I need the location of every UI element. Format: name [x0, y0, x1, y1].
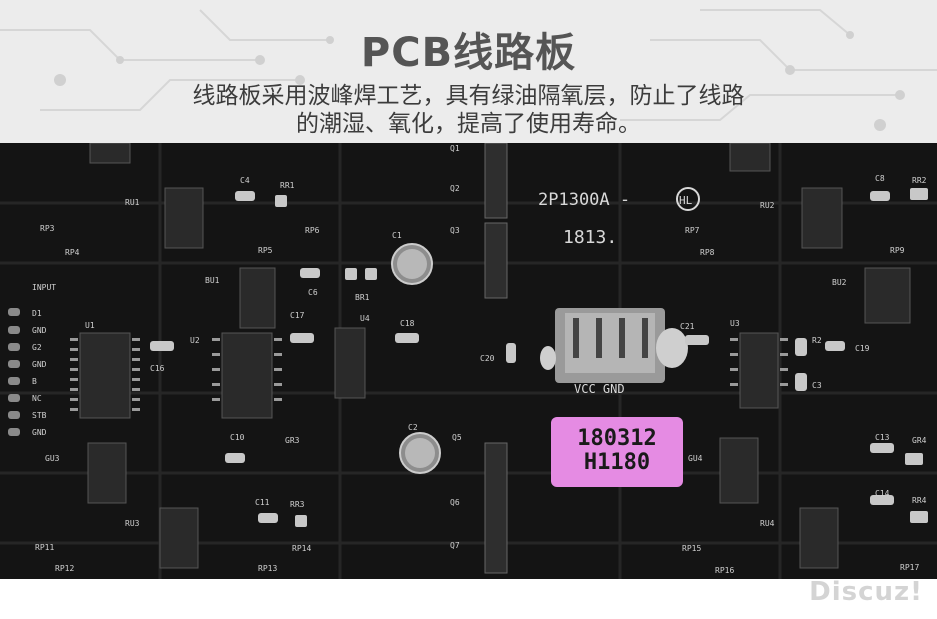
pcb-ref-label: RP9 — [890, 246, 905, 255]
pcb-ref-label: GR4 — [912, 436, 927, 445]
pcb-ref-label: C1 — [392, 231, 402, 240]
pcb-ref-label: C4 — [240, 176, 250, 185]
pcb-board-graphic: INPUT D1 GND G2 GND B NC STB GND RU1 RR1… — [0, 143, 937, 579]
header-banner: PCB线路板 线路板采用波峰焊工艺，具有绿油隔氧层，防止了线路 的潮湿、氧化，提… — [0, 0, 937, 145]
pcb-pin-label: STB — [32, 411, 47, 420]
pcb-ref-label: BU2 — [832, 278, 847, 287]
pcb-ref-label: C16 — [150, 364, 165, 373]
pcb-pin-label: GND — [32, 428, 47, 437]
description-line-1: 线路板采用波峰焊工艺，具有绿油隔氧层，防止了线路 — [192, 83, 745, 109]
pcb-ref-label: RP16 — [715, 566, 734, 575]
pcb-ref-label: RP17 — [900, 563, 919, 572]
pcb-ref-label: RP15 — [682, 544, 701, 553]
pcb-pin-label: GND — [32, 360, 47, 369]
pcb-ref-label: Q3 — [450, 226, 460, 235]
pcb-ref-label: U2 — [190, 336, 200, 345]
pcb-pin-label: G2 — [32, 343, 42, 352]
pcb-ref-label: RR3 — [290, 500, 305, 509]
pcb-ref-label: GU4 — [688, 454, 703, 463]
pcb-ref-label: RP5 — [258, 246, 273, 255]
batch-sticker: 180312 H1180 — [551, 417, 683, 487]
pcb-ref-label: BU1 — [205, 276, 220, 285]
pcb-ref-label: C20 — [480, 354, 495, 363]
description: 线路板采用波峰焊工艺，具有绿油隔氧层，防止了线路 的潮湿、氧化，提高了使用寿命。 — [0, 82, 937, 138]
pcb-ref-label: BR1 — [355, 293, 370, 302]
pcb-pin-label: D1 — [32, 309, 42, 318]
pcb-pin-label: NC — [32, 394, 42, 403]
pcb-ref-label: RR2 — [912, 176, 927, 185]
pcb-ref-label: RU2 — [760, 201, 775, 210]
pcb-board-photo: INPUT D1 GND G2 GND B NC STB GND RU1 RR1… — [0, 143, 937, 579]
pcb-ref-label: RU4 — [760, 519, 775, 528]
pcb-ref-label: C11 — [255, 498, 270, 507]
pcb-ref-label: C13 — [875, 433, 890, 442]
pcb-date-marking: 1813. — [563, 227, 617, 248]
pcb-ref-label: RP12 — [55, 564, 74, 573]
pcb-ref-label: RR4 — [912, 496, 927, 505]
pcb-ref-label: U1 — [85, 321, 95, 330]
circuit-pattern-decoration — [0, 9, 937, 131]
pcb-ref-label: GR3 — [285, 436, 300, 445]
sticker-line-1: 180312 — [577, 426, 657, 451]
pcb-ref-label: C3 — [812, 381, 822, 390]
pcb-ref-label: Q2 — [450, 184, 460, 193]
pcb-ref-label: RP3 — [40, 224, 55, 233]
pcb-ref-label: GU3 — [45, 454, 60, 463]
pcb-ref-label: U4 — [360, 314, 370, 323]
pcb-ref-label: RU1 — [125, 198, 140, 207]
pcb-ref-label: RP13 — [258, 564, 277, 573]
pcb-ref-label: C14 — [875, 489, 890, 498]
pcb-ref-label: RP7 — [685, 226, 700, 235]
pcb-ref-label: Q6 — [450, 498, 460, 507]
pcb-ref-label: RU3 — [125, 519, 140, 528]
pcb-ref-label: C8 — [875, 174, 885, 183]
description-line-2: 的潮湿、氧化，提高了使用寿命。 — [296, 111, 641, 137]
pcb-ref-label: C18 — [400, 319, 415, 328]
pcb-ref-label: Q5 — [452, 433, 462, 442]
page-title: PCB线路板 — [360, 30, 577, 76]
pcb-ref-label: C21 — [680, 322, 695, 331]
pcb-label-input: INPUT — [32, 283, 56, 292]
pcb-ref-label: C19 — [855, 344, 870, 353]
pcb-model-marking: 2P1300A - — [538, 190, 630, 210]
pcb-ref-label: C6 — [308, 288, 318, 297]
pcb-ref-label: C17 — [290, 311, 305, 320]
pcb-pin-label: GND — [32, 326, 47, 335]
pcb-ref-label: RP8 — [700, 248, 715, 257]
watermark: Discuz! — [809, 577, 923, 607]
pcb-ref-label: C10 — [230, 433, 245, 442]
pcb-ref-label: R2 — [812, 336, 822, 345]
sticker-line-2: H1180 — [583, 450, 651, 475]
connector-label: VCC GND — [574, 382, 625, 396]
pcb-ref-label: RP14 — [292, 544, 311, 553]
pcb-ref-label: RP6 — [305, 226, 320, 235]
pcb-ref-label: U3 — [730, 319, 740, 328]
pcb-ref-label: Q7 — [450, 541, 460, 550]
pcb-pin-label: B — [32, 377, 37, 386]
pcb-ref-label: Q1 — [450, 144, 460, 153]
pcb-ref-label: C2 — [408, 423, 418, 432]
pcb-ref-label: RP11 — [35, 543, 54, 552]
pcb-ref-label: RR1 — [280, 181, 295, 190]
pcb-logo-marking: HL — [679, 194, 693, 207]
pcb-ref-label: RP4 — [65, 248, 80, 257]
